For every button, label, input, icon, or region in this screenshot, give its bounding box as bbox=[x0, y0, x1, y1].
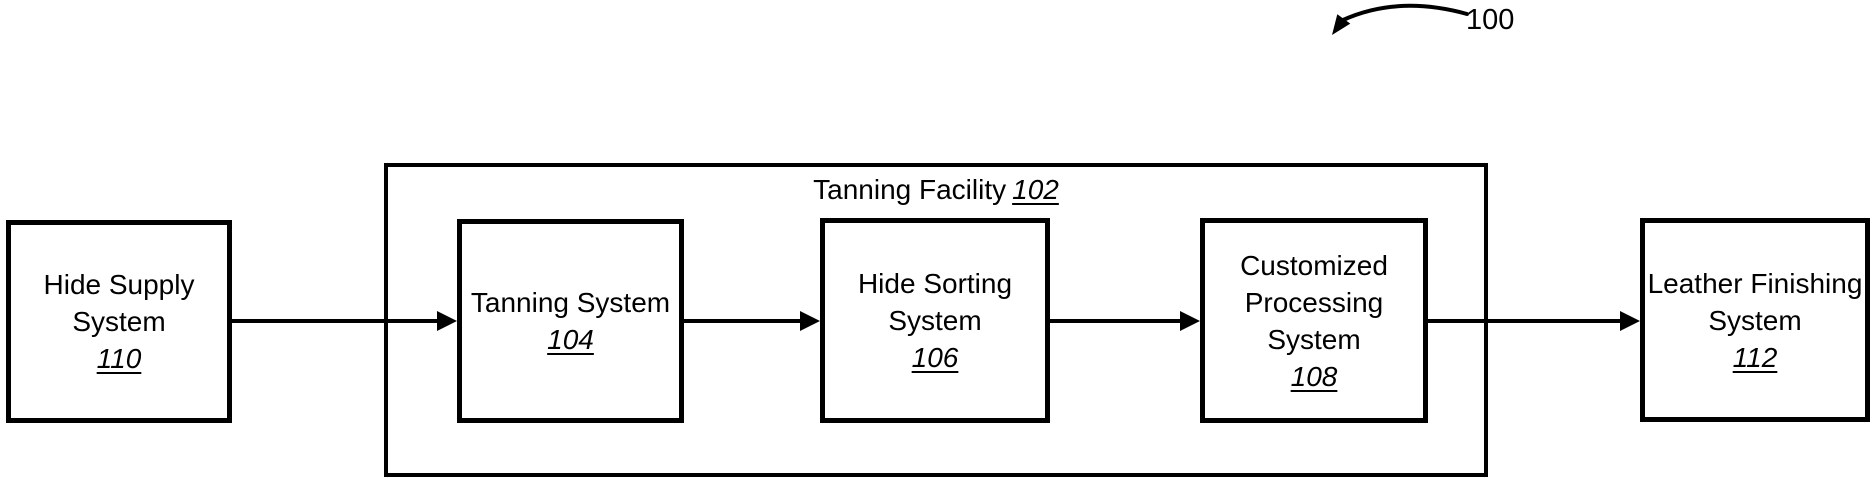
arrow-hide-sorting-to-customized-processing bbox=[1050, 311, 1200, 331]
box-ref-numeral: 108 bbox=[1290, 360, 1338, 392]
figure-reference-number: 100 bbox=[1466, 4, 1515, 36]
box-ref-numeral: 110 bbox=[96, 343, 142, 374]
box-leather-finishing-system: Leather Finishing System 112 bbox=[1640, 218, 1870, 422]
arrowhead-icon bbox=[1180, 311, 1200, 331]
box-customized-processing-system: Customized Processing System 108 bbox=[1200, 218, 1428, 423]
arrowhead-icon bbox=[800, 311, 820, 331]
tanning-facility-ref-numeral: 102 bbox=[1012, 174, 1059, 205]
box-hide-supply-system: Hide Supply System 110 bbox=[6, 220, 232, 423]
box-label: Leather Finishing System bbox=[1647, 267, 1863, 336]
tanning-facility-label: Tanning Facility bbox=[813, 174, 1007, 205]
box-label: Hide Sorting System bbox=[857, 268, 1013, 336]
box-ref-numeral: 104 bbox=[547, 324, 594, 355]
arrow-customized-processing-to-leather-finishing bbox=[1428, 311, 1640, 331]
arrow-hide-supply-to-tanning-system bbox=[232, 311, 457, 331]
arrowhead-icon bbox=[437, 311, 457, 331]
box-label: Customized Processing System bbox=[1240, 249, 1388, 355]
arrowhead-icon bbox=[1620, 311, 1640, 331]
figure-reference-arrow-icon bbox=[1332, 3, 1469, 35]
box-label: Tanning System bbox=[470, 287, 671, 318]
box-tanning-system: Tanning System 104 bbox=[457, 219, 684, 423]
arrow-tanning-system-to-hide-sorting bbox=[684, 311, 820, 331]
box-hide-sorting-system: Hide Sorting System 106 bbox=[820, 218, 1050, 423]
box-ref-numeral: 106 bbox=[911, 342, 959, 373]
box-label: Hide Supply System bbox=[43, 269, 195, 337]
box-ref-numeral: 112 bbox=[1732, 341, 1778, 373]
